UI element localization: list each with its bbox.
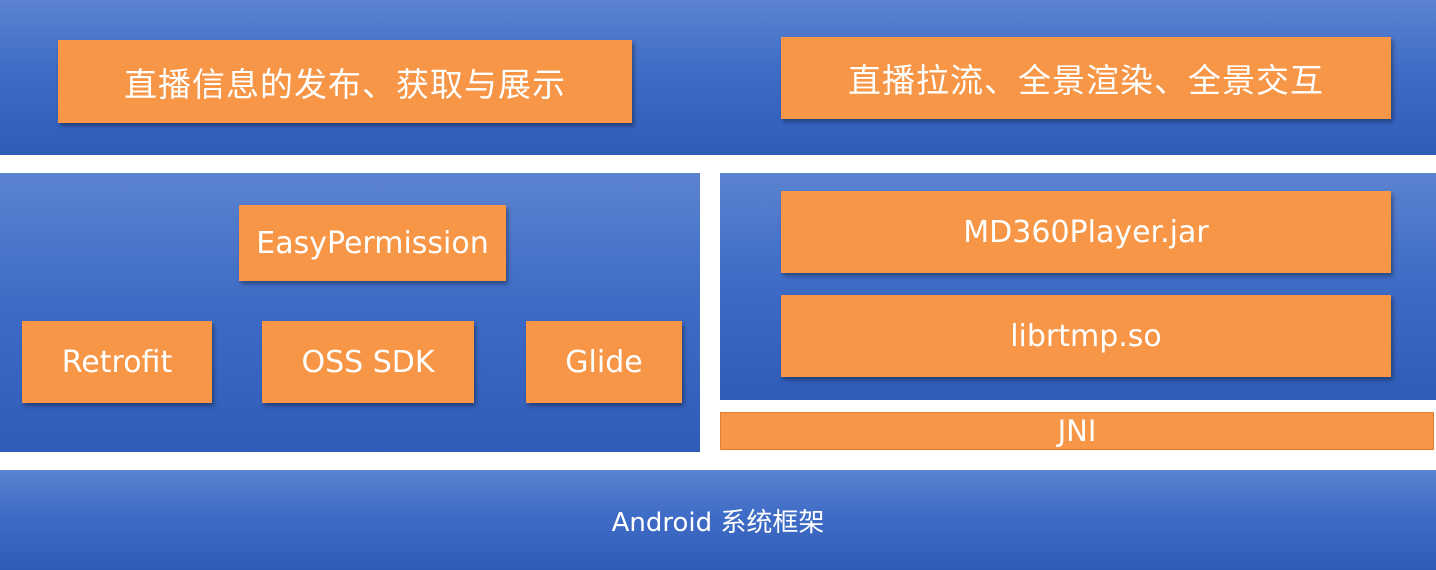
md360player-box: MD360Player.jar [781, 191, 1391, 273]
left-libs-panel: EasyPermission Retrofit OSS SDK Glide [0, 173, 700, 452]
right-libs-panel: MD360Player.jar librtmp.so [720, 173, 1436, 400]
jni-bar: JNI [720, 412, 1434, 450]
retrofit-box: Retrofit [22, 321, 212, 403]
live-stream-render-box: 直播拉流、全景渲染、全景交互 [781, 37, 1391, 119]
android-framework-label: Android 系统框架 [611, 507, 825, 538]
easypermission-box: EasyPermission [239, 205, 506, 281]
android-framework-panel: Android 系统框架 [0, 470, 1436, 570]
top-layer-panel: 直播信息的发布、获取与展示 直播拉流、全景渲染、全景交互 [0, 0, 1436, 155]
oss-sdk-box: OSS SDK [262, 321, 474, 403]
librtmp-box: librtmp.so [781, 295, 1391, 377]
glide-box: Glide [526, 321, 682, 403]
live-info-box: 直播信息的发布、获取与展示 [58, 40, 632, 123]
